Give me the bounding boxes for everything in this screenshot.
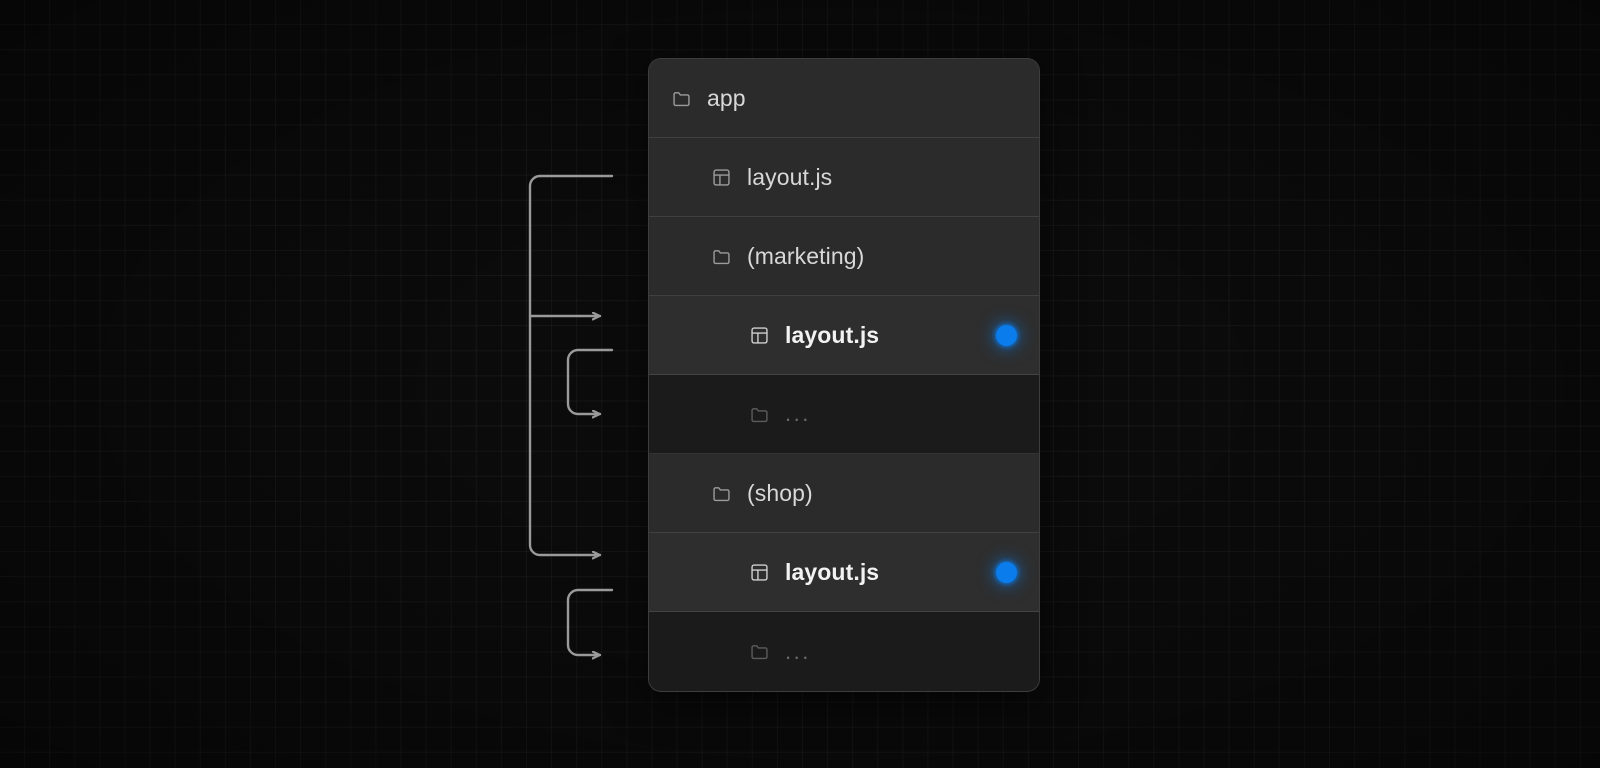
tree-row-content: layout.js <box>649 559 1039 586</box>
tree-row-content: ... <box>649 401 1039 427</box>
tree-row[interactable]: (shop) <box>649 454 1039 533</box>
layout-icon <box>749 325 770 346</box>
tree-row[interactable]: layout.js <box>649 533 1039 612</box>
tree-row-content: (shop) <box>649 480 1039 507</box>
tree-row-label: layout.js <box>785 321 880 348</box>
tree-row[interactable]: ... <box>649 612 1039 691</box>
tree-row[interactable]: (marketing) <box>649 217 1039 296</box>
tree-row-content: layout.js <box>649 164 1039 191</box>
tree-row-label: app <box>707 84 746 111</box>
tree-row[interactable]: layout.js <box>649 296 1039 375</box>
tree-row-content: (marketing) <box>649 243 1039 270</box>
tree-row[interactable]: ... <box>649 375 1039 454</box>
tree-row[interactable]: app <box>649 59 1039 138</box>
folder-icon <box>711 483 732 504</box>
folder-icon <box>749 404 770 425</box>
status-dot <box>996 324 1017 346</box>
layout-icon <box>749 562 770 583</box>
layout-icon <box>711 167 732 188</box>
tree-row-label: (marketing) <box>747 242 865 269</box>
tree-row-label: layout.js <box>785 558 880 585</box>
tree-row-content: app <box>649 85 1039 112</box>
tree-row-label: (shop) <box>747 479 813 506</box>
tree-row-label: ... <box>785 638 811 664</box>
folder-icon <box>671 88 692 109</box>
tree-row-label: layout.js <box>747 163 833 190</box>
folder-icon <box>711 246 732 267</box>
tree-row[interactable]: layout.js <box>649 138 1039 217</box>
tree-row-content: ... <box>649 639 1039 665</box>
file-tree-panel: app layout.js (marketing) layout.js... (shop… <box>648 58 1040 692</box>
status-dot <box>996 561 1017 583</box>
tree-row-label: ... <box>785 401 811 426</box>
tree-row-content: layout.js <box>649 322 1039 349</box>
folder-icon <box>749 641 770 662</box>
